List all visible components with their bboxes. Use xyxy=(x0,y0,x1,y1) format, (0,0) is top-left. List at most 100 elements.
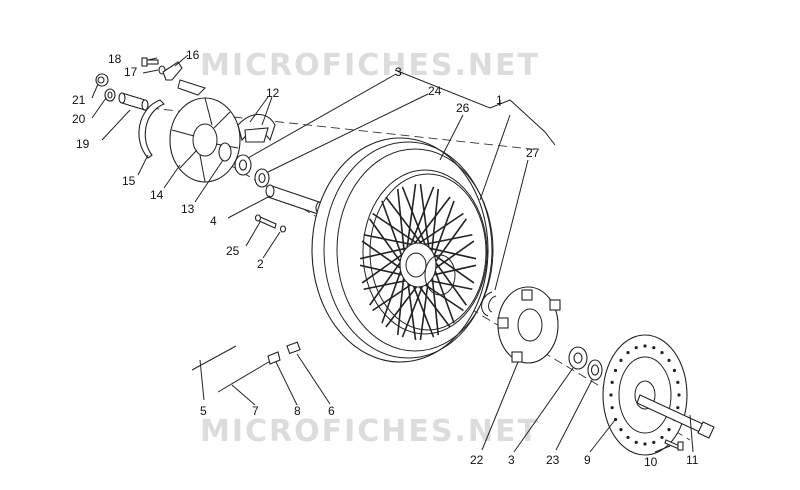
disc-hole xyxy=(672,368,677,373)
callout-15: 15 xyxy=(122,174,136,188)
wheel-assembly xyxy=(311,137,494,363)
spoke-line xyxy=(430,218,467,269)
disc-hole xyxy=(677,393,681,397)
part-9-brake-disc xyxy=(602,334,688,456)
part-3-bearing-left xyxy=(234,154,252,176)
part-10-bolt xyxy=(664,439,684,451)
part-13-oring xyxy=(218,142,232,162)
disc-hole xyxy=(634,346,638,350)
disc-hole xyxy=(610,380,614,384)
callout-23: 23 xyxy=(546,453,560,467)
disc-hole xyxy=(643,344,647,348)
callout-26: 26 xyxy=(456,101,470,115)
disc-hole xyxy=(676,380,680,384)
part-23-seal xyxy=(587,359,603,381)
callout-3-bottom: 3 xyxy=(508,453,515,467)
spoke-line xyxy=(409,186,435,248)
part-25-screw xyxy=(254,214,277,229)
disc-hole xyxy=(643,442,647,446)
disc-hole xyxy=(634,440,638,444)
callout-17: 17 xyxy=(124,65,138,79)
callout-11: 11 xyxy=(686,453,699,467)
callout-10: 10 xyxy=(644,455,658,469)
part-27-circlip xyxy=(481,291,497,317)
part-8-nipple xyxy=(267,351,281,365)
spoke-line xyxy=(426,246,477,260)
callout-2: 2 xyxy=(257,257,264,271)
spoke-line xyxy=(372,212,419,245)
disc-hole xyxy=(609,393,613,397)
disc-hole xyxy=(613,368,618,373)
callout-21: 21 xyxy=(72,93,86,107)
spoke-line xyxy=(405,183,417,252)
spoke-line xyxy=(428,250,475,284)
callout-24: 24 xyxy=(428,84,442,98)
spoke-line xyxy=(430,188,440,257)
disc-hole xyxy=(652,440,656,444)
disc-hole xyxy=(619,428,623,432)
disc-hole xyxy=(626,350,630,355)
part-16-bracket xyxy=(162,61,183,81)
part-4-spacer-tube xyxy=(265,184,325,215)
disc-hole xyxy=(660,350,664,355)
watermark-top: MICROFICHES.NET xyxy=(200,48,540,83)
leader-lines xyxy=(91,54,694,453)
callout-16: 16 xyxy=(186,48,200,62)
spoke-line xyxy=(419,183,431,252)
disc-hole xyxy=(667,428,671,432)
disc-hole xyxy=(660,435,664,440)
spoke-line xyxy=(422,233,473,246)
part-11-axle xyxy=(636,394,715,439)
disc-hole xyxy=(676,406,680,410)
spoke-line xyxy=(369,218,406,269)
callout-22: 22 xyxy=(470,453,484,467)
callout-1: 1 xyxy=(496,93,503,107)
callout-6: 6 xyxy=(328,404,335,418)
watermark-bottom: MICROFICHES.NET xyxy=(200,414,540,449)
spoke-line xyxy=(381,200,405,263)
part-12-brake-shoes xyxy=(237,113,276,143)
spoke-line xyxy=(361,250,408,284)
callout-8: 8 xyxy=(294,404,301,418)
axis-line-upper xyxy=(149,107,541,151)
spoke-line xyxy=(359,246,410,260)
spoke-line xyxy=(381,261,405,324)
part-3-bearing-right xyxy=(568,346,588,370)
part-5-spoke-long xyxy=(191,345,237,371)
callout-25: 25 xyxy=(226,244,240,258)
disc-hole xyxy=(610,406,614,410)
disc-hole xyxy=(626,435,630,440)
part-18-screw xyxy=(141,57,159,67)
callout-18: 18 xyxy=(108,52,122,66)
part-22-hub-flange xyxy=(497,286,561,364)
spoke-line xyxy=(431,261,455,324)
callout-27: 27 xyxy=(526,146,540,160)
callout-9: 9 xyxy=(584,453,591,467)
part-21-cap xyxy=(95,73,109,87)
callout-3-top: 3 xyxy=(395,65,402,79)
spoke-line xyxy=(431,200,455,263)
part-14-brake-plate xyxy=(169,97,241,183)
spoke-line xyxy=(396,188,406,257)
callout-14: 14 xyxy=(150,188,164,202)
spoke-line xyxy=(428,240,475,274)
disc-hole xyxy=(667,358,671,362)
part-20-washer xyxy=(104,88,116,102)
part-7-spoke xyxy=(217,359,273,393)
spoke-line xyxy=(430,255,467,306)
spoke-line xyxy=(401,186,427,248)
spoke-line xyxy=(413,196,451,246)
part-2-washer xyxy=(279,225,287,233)
group-bracket xyxy=(394,69,556,146)
callout-20: 20 xyxy=(72,112,86,126)
callout-19: 19 xyxy=(76,137,90,151)
callout-12: 12 xyxy=(266,86,280,100)
callout-13: 13 xyxy=(181,202,195,216)
spoke-line xyxy=(385,196,423,246)
spoke-line xyxy=(361,240,408,274)
callout-7: 7 xyxy=(252,404,259,418)
part-24-seal xyxy=(254,168,270,188)
callout-5: 5 xyxy=(200,404,207,418)
